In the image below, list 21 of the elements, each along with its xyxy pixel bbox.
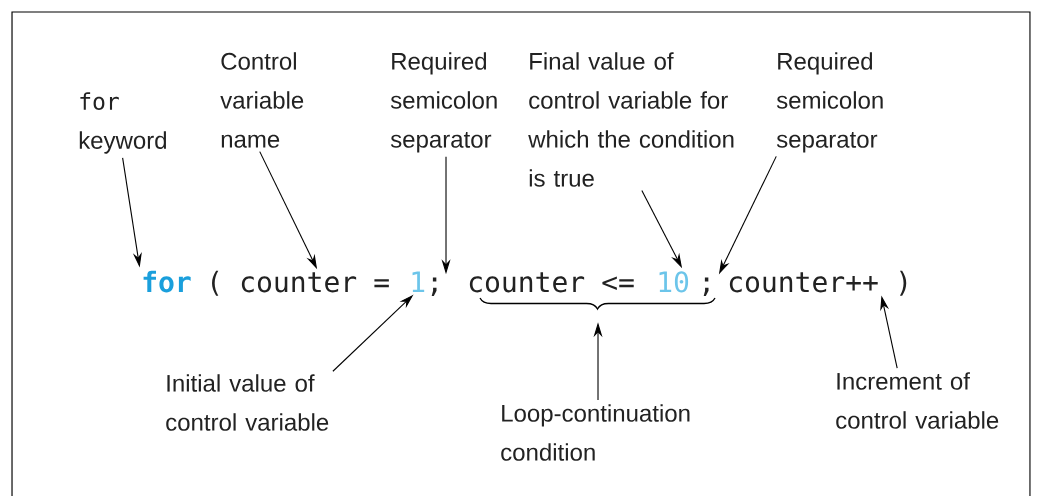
code-token: <= (602, 276, 634, 291)
code-number: 1 (412, 271, 425, 292)
callout-text: for keyword (79, 92, 166, 154)
code-token: counter (241, 272, 357, 293)
callout-text: Required semicolon separator (390, 52, 497, 153)
code-token: ; (703, 277, 709, 296)
code-token: counter (469, 272, 585, 293)
callout-text: Loop-continuation condition (501, 404, 690, 461)
code-token: counter++ (729, 272, 878, 293)
brace (479, 297, 716, 310)
callout-text: Required semicolon separator (776, 52, 883, 153)
code-number: 10 (659, 271, 689, 293)
code-token: ( (212, 270, 219, 296)
callout-text: Final value of control variable for which the condition is true (528, 52, 734, 187)
callout-text: Initial value of control variable (166, 374, 329, 431)
code-token: ; (431, 277, 437, 296)
callout-text: Control variable name (220, 52, 304, 148)
code-token: = (374, 279, 389, 288)
code-keyword: for (143, 270, 191, 293)
code-token: ) (899, 270, 907, 296)
callout-text: Increment of control variable (836, 372, 999, 429)
